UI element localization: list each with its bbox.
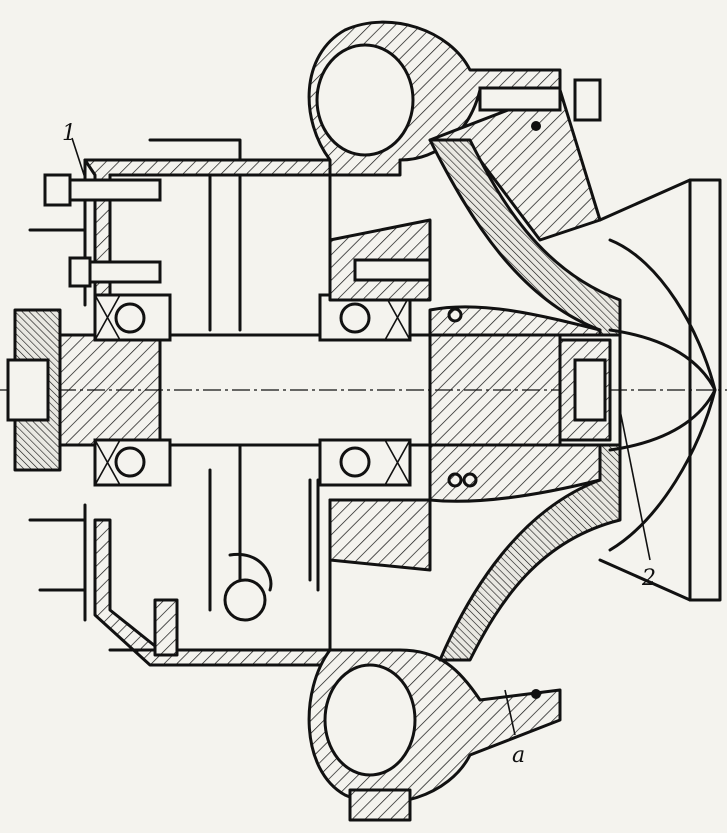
leader-line-1 [71,137,86,179]
weld-dot [531,121,541,699]
bearing-left-bottom [93,438,172,487]
flange-bolt-mid-left [68,256,162,288]
volute-bottom [307,648,562,822]
callout-label-2: 2 [641,566,656,591]
oil-pipe [308,478,320,592]
bearing-right-bottom [318,438,412,487]
volute-top [307,20,602,242]
callout-label-a: a [512,743,525,768]
rotor-shaft [0,333,727,447]
leader-line-2 [619,409,651,561]
flange-bolt-seal [353,258,432,282]
flange-bolt-top-left [43,173,162,207]
bearing-left-top [93,293,172,342]
callout-label-1: 1 [62,121,76,146]
flange-bolt-top-right [478,78,602,122]
bearing-right-top [318,293,412,342]
drain-plug [153,552,273,657]
drive-coupling [6,308,62,472]
leader-line-a [504,689,516,736]
impeller-nut [558,338,612,442]
